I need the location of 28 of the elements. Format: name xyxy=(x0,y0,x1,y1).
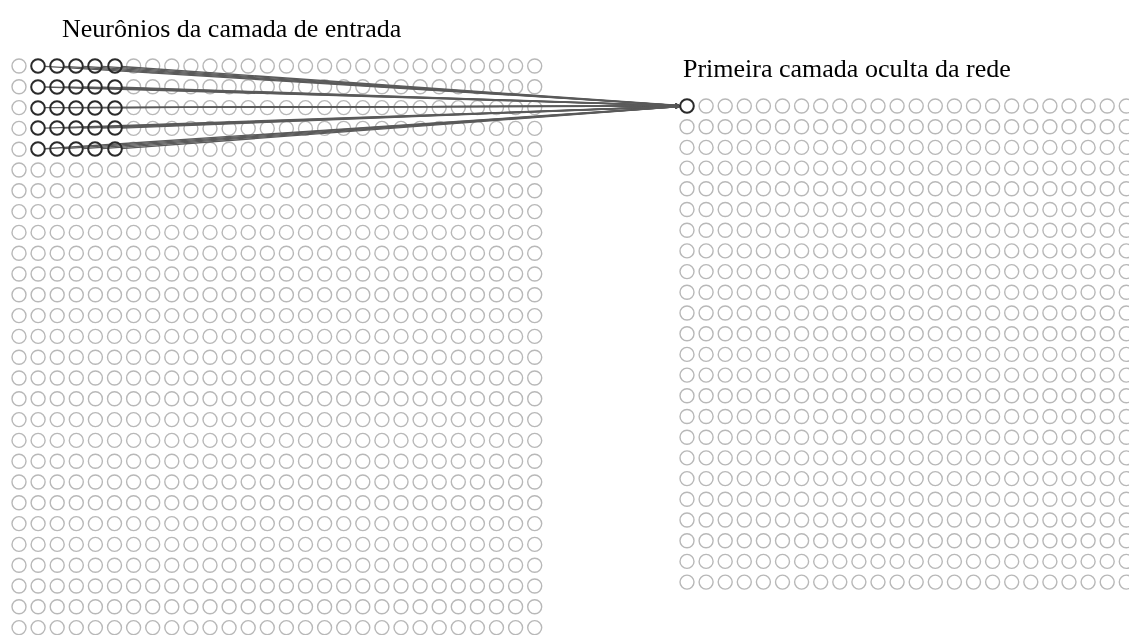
neuron-circle xyxy=(106,58,123,74)
neuron-circle xyxy=(49,120,66,137)
neuron-circle xyxy=(87,78,104,95)
neuron-circle xyxy=(87,99,104,116)
neuron-circle xyxy=(68,78,85,95)
neuron-circle xyxy=(30,99,47,116)
layer-title: Primeira camada oculta da rede xyxy=(683,54,1011,84)
neuron-circle xyxy=(87,120,104,137)
neuron-circle xyxy=(30,78,47,95)
neuron-circle xyxy=(106,141,123,158)
neuron-circle xyxy=(106,120,123,137)
neuron-circle xyxy=(106,78,123,95)
neuron-circle xyxy=(68,120,85,137)
neuron-circle xyxy=(30,141,47,158)
layer-title: Neurônios da camada de entrada xyxy=(62,14,402,44)
neuron-circle xyxy=(679,98,695,114)
neuron-circle xyxy=(68,99,85,116)
neuron-circle xyxy=(30,58,47,74)
neuron-circle xyxy=(68,141,85,158)
neuron-circle xyxy=(30,120,47,137)
neuron-circle xyxy=(87,141,104,158)
neuron-circle xyxy=(49,141,66,158)
neuron-circle xyxy=(87,58,104,74)
neuron-circle xyxy=(49,78,66,95)
neuron-circle xyxy=(68,58,85,74)
neuron-circle xyxy=(49,99,66,116)
neuron-circle xyxy=(49,58,66,74)
neuron-circle xyxy=(106,99,123,116)
